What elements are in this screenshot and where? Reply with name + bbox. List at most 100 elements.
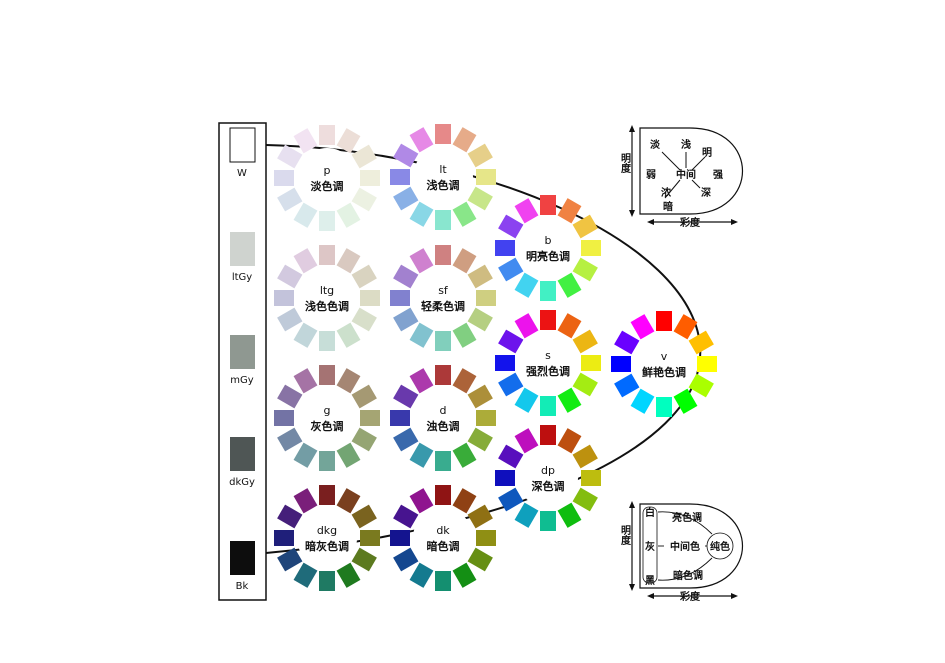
hue-swatch — [336, 322, 361, 348]
hue-swatch — [630, 314, 655, 340]
tone-abbreviation: lt — [439, 163, 447, 176]
hue-swatch — [467, 504, 493, 529]
tone-wheel-center — [518, 218, 578, 278]
hue-swatch — [351, 547, 377, 572]
hue-swatch — [452, 127, 477, 153]
hue-swatch — [557, 272, 582, 298]
hue-swatch — [688, 330, 714, 355]
hue-swatch — [319, 451, 335, 471]
hue-swatch — [409, 368, 434, 394]
gray-swatch-label: Bk — [236, 581, 249, 592]
legend-word: 淡 — [650, 139, 661, 151]
hue-swatch — [393, 143, 419, 168]
hue-swatch — [614, 373, 640, 398]
hue-swatch — [540, 195, 556, 215]
tone-abbreviation: sf — [438, 284, 449, 297]
hue-swatch — [614, 330, 640, 355]
hue-swatch — [498, 329, 524, 354]
hue-swatch — [467, 427, 493, 452]
hue-swatch — [514, 313, 539, 339]
pure-color-label: 纯色 — [710, 540, 730, 553]
legend-top: 明度 彩度 淡浅明弱中间强浓深暗 — [619, 125, 744, 229]
gray-label: 灰 — [645, 540, 655, 553]
hue-swatch — [467, 384, 493, 409]
hue-swatch — [277, 547, 303, 572]
tone-wheel-center — [518, 333, 578, 393]
tone-name: 深色调 — [532, 479, 565, 493]
arrow-down-icon — [629, 584, 635, 591]
hue-swatch — [435, 571, 451, 591]
hue-swatch — [293, 562, 318, 588]
hue-swatch — [293, 442, 318, 468]
tone-name: 浅色色调 — [305, 299, 349, 313]
hue-swatch — [360, 290, 380, 306]
legend-bottom: 明度 彩度 白 灰 黑 纯色 亮色调 中间色 暗色调 — [619, 501, 743, 603]
hue-swatch — [409, 442, 434, 468]
hue-swatch — [540, 425, 556, 445]
hue-swatch — [277, 264, 303, 289]
legend-top-chroma-label: 彩度 — [679, 216, 701, 229]
gray-swatch-bk — [230, 541, 255, 575]
gray-swatch-label: W — [237, 168, 247, 179]
gray-swatch-label: ltGy — [232, 272, 252, 283]
hue-swatch — [393, 307, 419, 332]
hue-swatch — [452, 368, 477, 394]
hue-swatch — [498, 372, 524, 397]
hue-swatch — [498, 487, 524, 512]
gray-swatch-mgy — [230, 335, 255, 369]
tone-abbreviation: d — [440, 404, 447, 417]
hue-swatch — [409, 322, 434, 348]
hue-swatch — [336, 442, 361, 468]
hue-swatch — [495, 470, 515, 486]
hue-swatch — [697, 356, 717, 372]
legend-word: 浅 — [681, 138, 691, 151]
hue-swatch — [581, 355, 601, 371]
hue-swatch — [557, 428, 582, 454]
tone-name: 浊色调 — [427, 419, 460, 433]
tone-wheels: p淡色调lt浅色调b明亮色调ltg浅色色调sf轻柔色调s强烈色调v鲜艳色调g灰色… — [274, 124, 717, 591]
hue-swatch — [572, 444, 598, 469]
hue-swatch — [452, 201, 477, 227]
hue-swatch — [630, 388, 655, 414]
hue-swatch — [277, 504, 303, 529]
hue-swatch — [540, 396, 556, 416]
hue-swatch — [336, 128, 361, 154]
hue-swatch — [688, 373, 714, 398]
hue-swatch — [572, 329, 598, 354]
legend-word: 弱 — [646, 169, 656, 181]
legend-bottom-connectors — [657, 511, 713, 581]
hue-swatch — [452, 562, 477, 588]
gray-swatch-dkgy — [230, 437, 255, 471]
hue-swatch — [673, 388, 698, 414]
hue-swatch — [435, 451, 451, 471]
hue-swatch — [393, 186, 419, 211]
hue-swatch — [656, 311, 672, 331]
tone-wheel-b: b 明亮色调 — [495, 195, 601, 301]
hue-swatch — [581, 470, 601, 486]
tone-name: 明亮色调 — [526, 249, 570, 263]
hue-swatch — [673, 314, 698, 340]
legend-word: 强 — [713, 169, 723, 181]
hue-swatch — [435, 365, 451, 385]
legend-bottom-outline — [639, 503, 743, 589]
hue-swatch — [351, 187, 377, 212]
hue-swatch — [319, 211, 335, 231]
arrow-left-icon — [647, 593, 654, 599]
hue-swatch — [452, 322, 477, 348]
hue-swatch — [351, 144, 377, 169]
tone-abbreviation: b — [545, 234, 552, 247]
hue-swatch — [409, 201, 434, 227]
arrow-down-icon — [629, 210, 635, 217]
hue-swatch — [293, 202, 318, 228]
hue-swatch — [393, 547, 419, 572]
hue-swatch — [390, 410, 410, 426]
legend-word: 中间 — [676, 168, 696, 181]
tone-wheel-center — [297, 388, 357, 448]
legend-word: 明 — [702, 147, 712, 159]
